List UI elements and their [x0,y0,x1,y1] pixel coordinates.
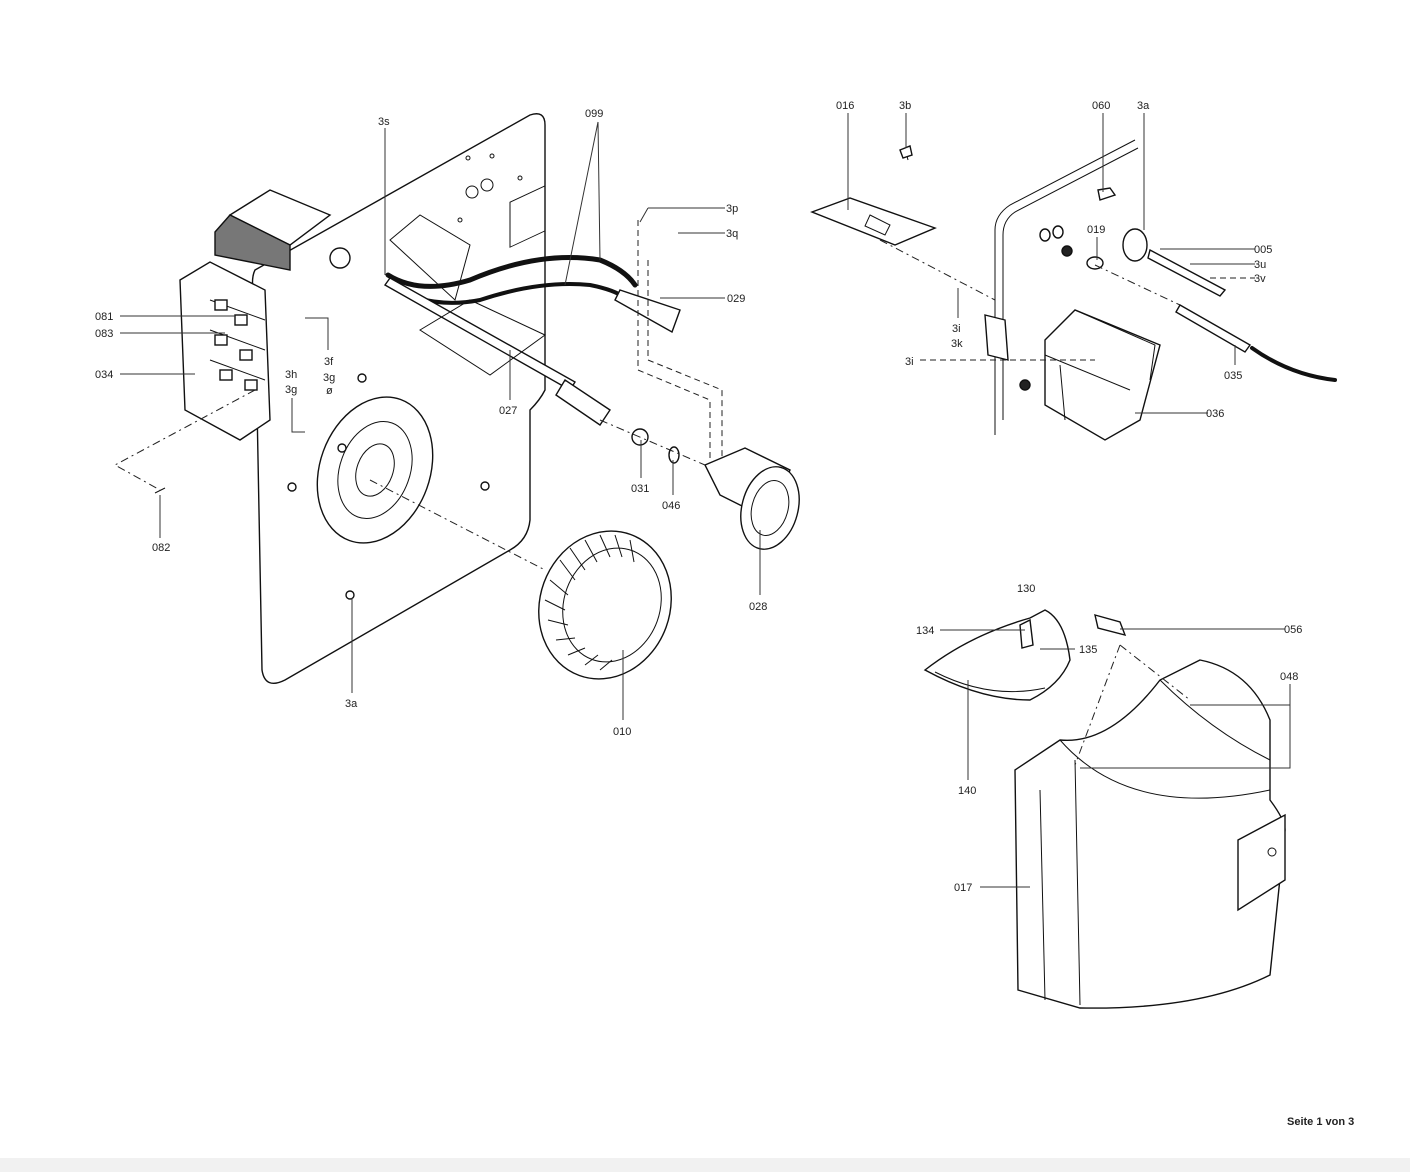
label-3v: 3v [1254,273,1266,285]
label-083: 083 [95,328,113,340]
leader-lines [120,113,1291,888]
label-3b: 3b [899,100,911,112]
label-028: 028 [749,601,767,613]
label-3u: 3u [1254,259,1266,271]
label-081: 081 [95,311,113,323]
label-3h: 3h [285,369,297,381]
part-labels-burner: 3s 099 3p 3q 029 081 083 034 3f 3g ø 3h … [95,108,767,738]
label-3f: 3f [324,356,334,368]
housing-plate [251,113,546,684]
label-130: 130 [1017,583,1035,595]
blast-tube-028 [704,447,800,550]
electrode-tube [383,214,611,426]
label-019: 019 [1087,224,1105,236]
label-056: 056 [1284,624,1302,636]
label-027: 027 [499,405,517,417]
label-031: 031 [631,483,649,495]
part-labels-cover: 130 134 056 135 048 140 017 [916,583,1302,894]
label-135: 135 [1079,644,1097,656]
motor-transformer [179,189,332,441]
label-3a-right: 3a [1137,100,1150,112]
label-046: 046 [662,500,680,512]
nozzle-parts [631,428,680,464]
label-3a: 3a [345,698,358,710]
label-140: 140 [958,785,976,797]
fan-wheel-010 [538,530,672,680]
label-099: 099 [585,108,603,120]
label-3k: 3k [951,338,963,350]
part-labels-control: 016 3b 060 3a 019 005 3u 3v 3i 3k 3i 035… [836,100,1272,420]
label-010: 010 [613,726,631,738]
label-3g: 3g [323,372,335,384]
label-005: 005 [1254,244,1272,256]
label-029: 029 [727,293,745,305]
label-034: 034 [95,369,113,381]
label-3g-2: 3g [285,384,297,396]
page-number: Seite 1 von 3 [1287,1116,1355,1128]
assembly-lines-left [113,220,723,571]
cover-assembly [923,609,1286,1009]
label-082: 082 [152,542,170,554]
label-035: 035 [1224,370,1242,382]
label-134: 134 [916,625,934,637]
label-3q: 3q [726,228,738,240]
label-017: 017 [954,882,972,894]
viewer-bottom-bar [0,1158,1410,1172]
label-016: 016 [836,100,854,112]
label-060: 060 [1092,100,1110,112]
label-3s: 3s [378,116,390,128]
label-036: 036 [1206,408,1224,420]
label-3i: 3i [952,323,961,335]
label-3i-2: 3i [905,356,914,368]
label-phi: ø [326,385,333,397]
control-detail [810,139,1337,441]
label-3p: 3p [726,203,738,215]
label-048: 048 [1280,671,1298,683]
